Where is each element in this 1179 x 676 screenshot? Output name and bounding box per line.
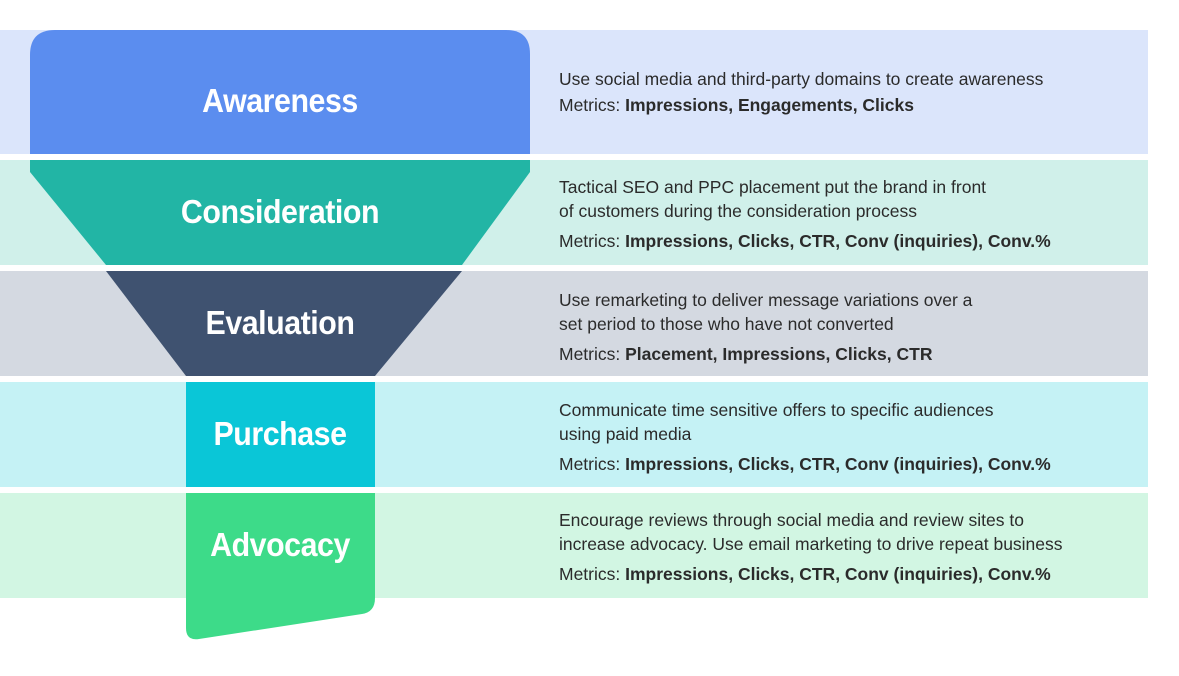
- purchase-text: Communicate time sensitive offers to spe…: [559, 398, 1144, 476]
- awareness-text: Use social media and third-party domains…: [559, 67, 1144, 117]
- consideration-metrics-values: Impressions, Clicks, CTR, Conv (inquirie…: [625, 231, 1051, 251]
- advocacy-description-line: increase advocacy. Use email marketing t…: [559, 534, 1063, 554]
- purchase-label: Purchase: [213, 415, 347, 452]
- awareness-metrics: Metrics: Impressions, Engagements, Click…: [559, 93, 1144, 117]
- evaluation-funnel-segment: [106, 271, 462, 376]
- awareness-funnel-segment: [30, 30, 530, 154]
- evaluation-text: Use remarketing to deliver message varia…: [559, 288, 1144, 366]
- purchase-metrics: Metrics: Impressions, Clicks, CTR, Conv …: [559, 452, 1144, 476]
- consideration-description-line: of customers during the consideration pr…: [559, 201, 917, 221]
- advocacy-metrics: Metrics: Impressions, Clicks, CTR, Conv …: [559, 562, 1144, 586]
- consideration-funnel-segment: [30, 160, 530, 265]
- purchase-description-line: Communicate time sensitive offers to spe…: [559, 400, 994, 420]
- metrics-label: Metrics:: [559, 454, 621, 474]
- evaluation-description-line: Use remarketing to deliver message varia…: [559, 290, 973, 310]
- consideration-label: Consideration: [180, 193, 380, 230]
- consideration-text: Tactical SEO and PPC placement put the b…: [559, 175, 1144, 253]
- metrics-label: Metrics:: [559, 95, 621, 115]
- purchase-metrics-values: Impressions, Clicks, CTR, Conv (inquirie…: [625, 454, 1051, 474]
- advocacy-metrics-values: Impressions, Clicks, CTR, Conv (inquirie…: [625, 564, 1051, 584]
- advocacy-description-line: Encourage reviews through social media a…: [559, 510, 1024, 530]
- purchase-funnel-segment: [186, 382, 375, 487]
- metrics-label: Metrics:: [559, 564, 621, 584]
- awareness-description-line: Use social media and third-party domains…: [559, 69, 1044, 89]
- metrics-label: Metrics:: [559, 231, 621, 251]
- evaluation-label: Evaluation: [205, 304, 355, 341]
- advocacy-label: Advocacy: [210, 526, 350, 563]
- evaluation-description-line: set period to those who have not convert…: [559, 314, 894, 334]
- evaluation-metrics-values: Placement, Impressions, Clicks, CTR: [625, 344, 933, 364]
- consideration-description-line: Tactical SEO and PPC placement put the b…: [559, 177, 987, 197]
- awareness-label: Awareness: [202, 82, 358, 119]
- advocacy-text: Encourage reviews through social media a…: [559, 508, 1144, 586]
- purchase-description-line: using paid media: [559, 424, 692, 444]
- awareness-metrics-values: Impressions, Engagements, Clicks: [625, 95, 914, 115]
- metrics-label: Metrics:: [559, 344, 621, 364]
- evaluation-metrics: Metrics: Placement, Impressions, Clicks,…: [559, 342, 1144, 366]
- advocacy-funnel-segment: [186, 493, 375, 640]
- consideration-metrics: Metrics: Impressions, Clicks, CTR, Conv …: [559, 229, 1144, 253]
